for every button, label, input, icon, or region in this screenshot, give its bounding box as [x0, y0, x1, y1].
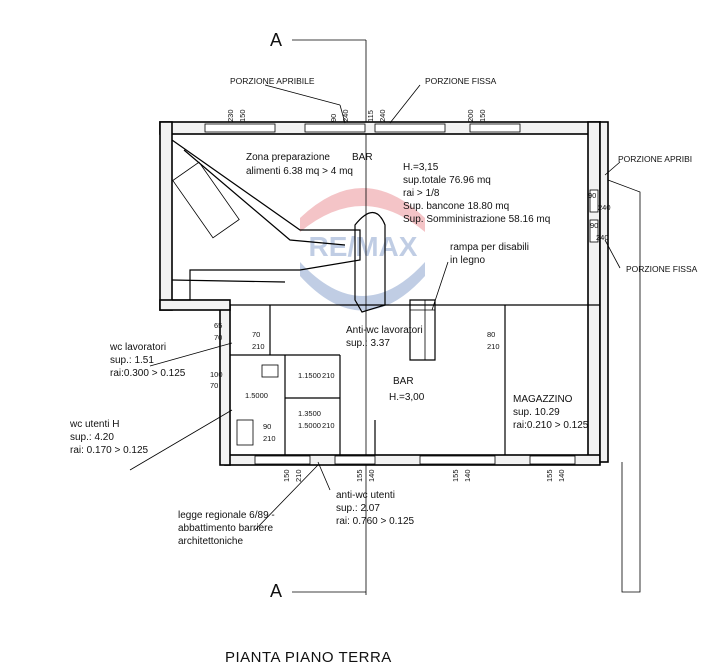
svg-text:70: 70 [252, 330, 260, 339]
svg-text:100: 100 [210, 370, 223, 379]
svg-text:210: 210 [322, 421, 335, 430]
svg-text:240: 240 [341, 109, 350, 122]
room-dimensions: 70 210 80 210 1.1500 210 1.5000 90 210 1… [245, 330, 500, 443]
svg-text:MAGAZZINO: MAGAZZINO [513, 394, 573, 405]
svg-text:legge regionale 6/89 -: legge regionale 6/89 - [178, 510, 275, 521]
svg-text:155: 155 [545, 469, 554, 482]
svg-text:Sup. bancone 18.80 mq: Sup. bancone 18.80 mq [403, 201, 509, 212]
svg-text:230: 230 [226, 109, 235, 122]
svg-text:Sup. Somministrazione 58.16 mq: Sup. Somministrazione 58.16 mq [403, 214, 550, 225]
bar-lower-label: BAR H.=3,00 [389, 376, 425, 403]
svg-text:150: 150 [478, 109, 487, 122]
svg-text:1.3500: 1.3500 [298, 409, 321, 418]
svg-text:90: 90 [263, 422, 271, 431]
right-dimensions: 90 240 90 240 [588, 191, 611, 242]
bar-counter [171, 139, 361, 301]
central-pillar [354, 211, 386, 313]
porzione-fissa-right: PORZIONE FISSA [626, 264, 698, 274]
svg-text:210: 210 [294, 469, 303, 482]
bar-info: H.=3,15 sup.totale 76.96 mq rai > 1/8 Su… [403, 162, 550, 225]
anti-wc-lavoratori-label: Anti-wc lavoratori sup.: 3.37 [346, 325, 423, 349]
remax-watermark: RE/MAX [300, 188, 425, 311]
svg-text:65: 65 [214, 321, 222, 330]
anti-wc-utenti-label: anti-wc utenti sup.: 2.07 rai: 0.760 > 0… [336, 490, 415, 527]
svg-text:architettoniche: architettoniche [178, 536, 243, 547]
bottom-dimensions: 150 210 155 140 155 140 155 140 [282, 469, 566, 482]
svg-text:abbattimento barriere: abbattimento barriere [178, 523, 273, 534]
svg-text:240: 240 [598, 203, 611, 212]
wc-utenti-label: wc utenti H sup.: 4.20 rai: 0.170 > 0.12… [69, 419, 149, 456]
svg-text:140: 140 [463, 469, 472, 482]
leader-lines [129, 84, 621, 531]
svg-text:BAR: BAR [393, 376, 414, 387]
svg-text:210: 210 [252, 342, 265, 351]
porzione-fissa-top: PORZIONE FISSA [425, 76, 497, 86]
svg-text:Anti-wc lavoratori: Anti-wc lavoratori [346, 325, 423, 336]
svg-text:rampa per disabili: rampa per disabili [450, 242, 529, 253]
bar-top-label: BAR [352, 152, 373, 163]
svg-text:115: 115 [366, 110, 375, 122]
svg-text:1.5000: 1.5000 [245, 391, 268, 400]
watermark-text: RE/MAX [309, 231, 418, 262]
svg-text:wc lavoratori: wc lavoratori [109, 342, 166, 353]
right-windows [589, 189, 599, 243]
svg-text:sup.: 4.20: sup.: 4.20 [70, 432, 114, 443]
svg-text:rai > 1/8: rai > 1/8 [403, 188, 440, 199]
svg-text:140: 140 [557, 469, 566, 482]
legge-label: legge regionale 6/89 - abbattimento barr… [178, 510, 275, 547]
porzione-apribile-right: PORZIONE APRIBI [618, 154, 692, 164]
svg-text:H.=3,15: H.=3,15 [403, 162, 439, 173]
svg-text:rai:0.210 > 0.125: rai:0.210 > 0.125 [513, 420, 589, 431]
section-marker-top: A [270, 30, 282, 50]
svg-text:210: 210 [263, 434, 276, 443]
svg-text:90: 90 [329, 114, 338, 122]
svg-text:rai:0.300 > 0.125: rai:0.300 > 0.125 [110, 368, 186, 379]
svg-text:70: 70 [214, 333, 222, 342]
svg-text:H.=3,00: H.=3,00 [389, 392, 425, 403]
top-dimensions: 230 150 90 240 115 240 200 150 [226, 109, 487, 122]
svg-text:155: 155 [451, 469, 460, 482]
svg-text:240: 240 [378, 109, 387, 122]
svg-text:210: 210 [487, 342, 500, 351]
porzione-apribile-top: PORZIONE APRIBILE [230, 76, 315, 86]
svg-text:rai: 0.760 > 0.125: rai: 0.760 > 0.125 [336, 516, 415, 527]
svg-text:90: 90 [588, 191, 596, 200]
svg-text:200: 200 [466, 109, 475, 122]
svg-text:anti-wc utenti: anti-wc utenti [336, 490, 395, 501]
lower-partitions [230, 304, 600, 455]
svg-text:rai: 0.170 > 0.125: rai: 0.170 > 0.125 [70, 445, 149, 456]
svg-text:80: 80 [487, 330, 495, 339]
svg-text:140: 140 [367, 469, 376, 482]
rampa-label: rampa per disabili in legno [450, 242, 529, 266]
svg-text:150: 150 [238, 109, 247, 122]
section-marker-bottom: A [270, 581, 282, 601]
svg-text:sup.: 1.51: sup.: 1.51 [110, 355, 154, 366]
svg-text:210: 210 [322, 371, 335, 380]
top-windows [204, 123, 521, 133]
svg-text:155: 155 [355, 469, 364, 482]
zona-preparazione-line2: alimenti 6.38 mq > 4 mq [246, 166, 353, 177]
svg-text:240: 240 [596, 233, 609, 242]
left-dimensions: 65 70 100 70 [210, 321, 223, 390]
zona-preparazione-line1: Zona preparazione [246, 152, 330, 163]
svg-text:sup.: 3.37: sup.: 3.37 [346, 338, 390, 349]
svg-text:sup.: 2.07: sup.: 2.07 [336, 503, 380, 514]
svg-text:150: 150 [282, 469, 291, 482]
svg-text:1.1500: 1.1500 [298, 371, 321, 380]
svg-text:in legno: in legno [450, 255, 485, 266]
svg-text:70: 70 [210, 381, 218, 390]
magazzino-label: MAGAZZINO sup. 10.29 rai:0.210 > 0.125 [513, 394, 589, 431]
svg-text:1.5000: 1.5000 [298, 421, 321, 430]
ramp [409, 261, 449, 361]
svg-text:sup.totale 76.96 mq: sup.totale 76.96 mq [403, 175, 491, 186]
svg-text:wc utenti H: wc utenti H [69, 419, 119, 430]
bottom-windows [254, 455, 576, 465]
plan-title: PIANTA PIANO TERRA [225, 649, 392, 666]
svg-text:sup. 10.29: sup. 10.29 [513, 407, 560, 418]
wc-lavoratori-label: wc lavoratori sup.: 1.51 rai:0.300 > 0.1… [109, 342, 186, 379]
svg-text:90: 90 [590, 221, 598, 230]
